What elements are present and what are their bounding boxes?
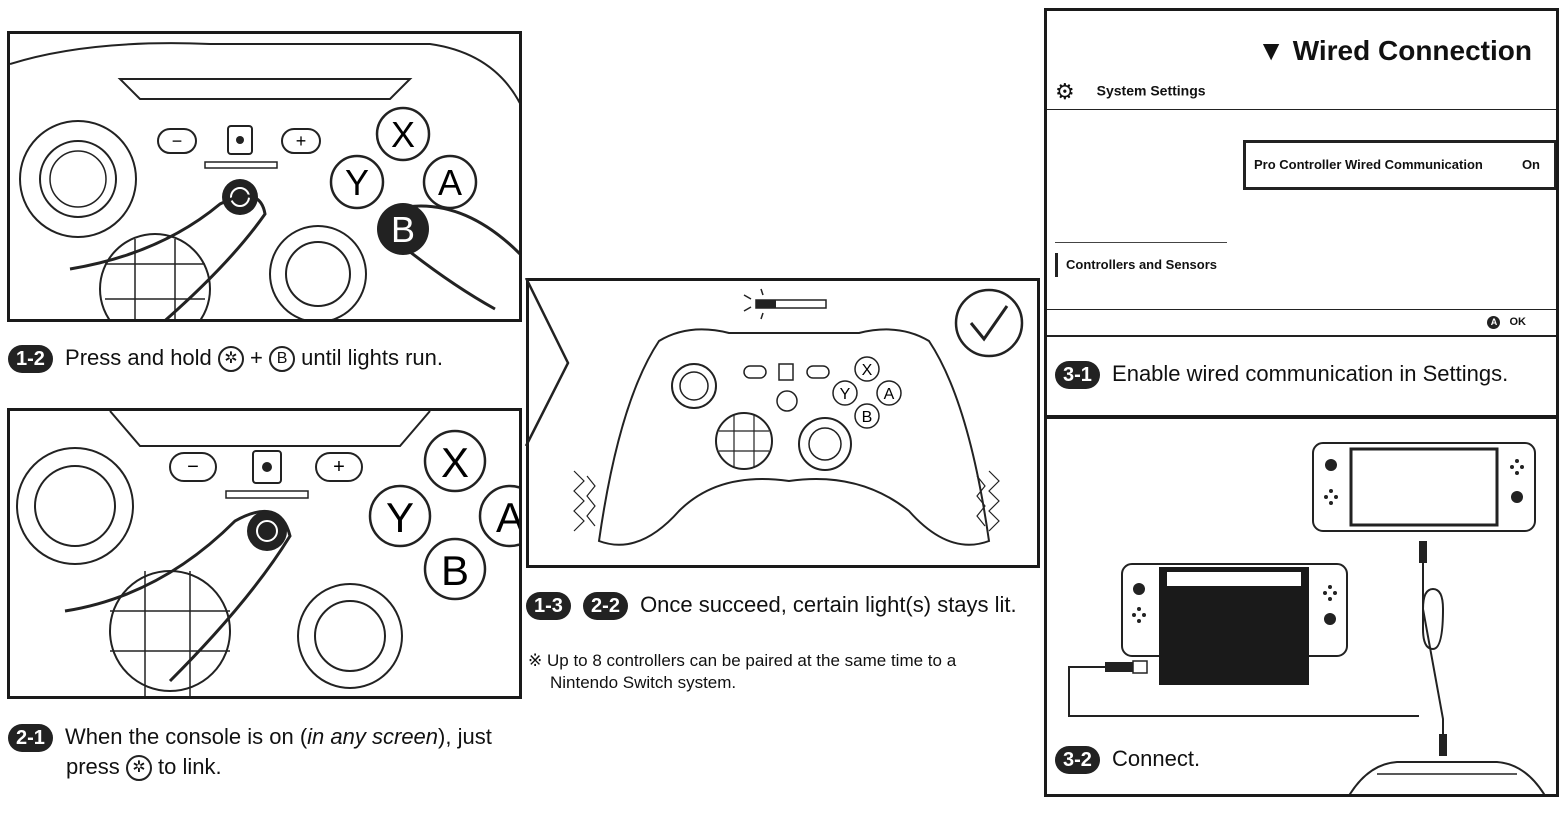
panel-step-2-1: − + X Y A B: [7, 408, 522, 699]
wired-communication-option[interactable]: Pro Controller Wired Communication On: [1243, 140, 1556, 190]
step-badge: 3-2: [1055, 746, 1100, 774]
caption-step-3-2: 3-2 Connect.: [1055, 746, 1200, 774]
panel-step-3-2: 3-2 Connect.: [1044, 416, 1559, 797]
wired-connection-title: ▼ Wired Connection: [1257, 35, 1532, 67]
pairing-note: ※ Up to 8 controllers can be paired at t…: [528, 650, 956, 694]
step-badge: 3-1: [1055, 361, 1100, 389]
footer-divider: [1047, 309, 1556, 310]
option-value: On: [1521, 157, 1540, 172]
caption-text: Once succeed, certain light(s) stays lit…: [640, 592, 1017, 617]
b-button-label: B: [862, 409, 873, 426]
y-button-label: Y: [386, 494, 414, 541]
caption-line2-post: to link.: [158, 754, 222, 779]
minus-label: −: [172, 131, 183, 151]
caption-text-post: until lights run.: [301, 345, 444, 370]
note-line2: Nintendo Switch system.: [550, 673, 737, 692]
caption-step-3-1: 3-1 Enable wired communication in Settin…: [1055, 361, 1508, 389]
a-button-label: A: [438, 162, 462, 203]
step-badge: 1-2: [8, 345, 53, 373]
caption-text-pre: Press and hold: [65, 345, 212, 370]
option-label: Pro Controller Wired Communication: [1254, 157, 1483, 172]
caption-step-2-1: 2-1 When the console is on (in any scree…: [8, 722, 492, 782]
caption-step-1-3: 1-3 2-2 Once succeed, certain light(s) s…: [526, 592, 1017, 620]
plus-label: +: [333, 456, 345, 478]
b-button-label: B: [441, 547, 469, 594]
controller-closeup-illustration: − + X Y A B: [10, 42, 519, 319]
switch-connection-illustration: [1068, 442, 1546, 794]
system-settings-label: System Settings: [1096, 82, 1206, 99]
home-button-icon: ✲: [217, 346, 244, 373]
note-mark: ※: [528, 651, 543, 670]
system-settings-header: ⚙ System Settings: [1055, 79, 1206, 105]
sidebar-item-label: Controllers and Sensors: [1066, 257, 1217, 272]
note-line1: Up to 8 controllers can be paired at the…: [546, 651, 957, 670]
home-button-icon: ✲: [125, 755, 152, 782]
a-button-icon: A: [1487, 316, 1501, 329]
settings-bottom-divider: [1047, 335, 1556, 337]
b-button-label: B: [391, 209, 415, 250]
x-button-label: X: [441, 439, 469, 486]
sidebar-divider: [1055, 242, 1227, 243]
x-button-label: X: [862, 362, 873, 379]
minus-label: −: [187, 456, 199, 478]
title-text: Wired Connection: [1292, 35, 1532, 66]
caption-step-1-2: 1-2 Press and hold ✲ + B until lights ru…: [8, 345, 443, 373]
b-button-icon: B: [269, 346, 296, 373]
panel-step-1-3: X Y A B: [526, 278, 1040, 568]
a-button-label: A: [496, 494, 522, 541]
step-badge-2-2: 2-2: [583, 592, 628, 620]
y-button-label: Y: [345, 162, 369, 203]
plus-sign: +: [250, 345, 263, 370]
caption-line1-italic: in any screen: [307, 724, 439, 749]
caption-text: Enable wired communication in Settings.: [1112, 361, 1509, 386]
panel-pointer-arrow: [524, 278, 570, 447]
a-button-label: A: [884, 386, 895, 403]
caption-line1-pre: When the console is on (: [65, 724, 308, 749]
full-controller-illustration: X Y A B: [573, 288, 1024, 546]
header-divider: [1047, 109, 1556, 110]
plus-label: +: [296, 131, 307, 151]
caption-text: Connect.: [1112, 746, 1201, 771]
y-button-label: Y: [840, 386, 851, 403]
title-marker: ▼: [1257, 35, 1285, 66]
caption-line1-post: ), just: [438, 724, 492, 749]
caption-line2-pre: press: [66, 754, 120, 779]
ok-button[interactable]: A OK: [1487, 316, 1526, 329]
step-badge: 2-1: [8, 724, 53, 752]
panel-settings: ▼ Wired Connection ⚙ System Settings Pro…: [1044, 8, 1559, 418]
ok-label: OK: [1509, 316, 1527, 328]
step-badge-1-3: 1-3: [526, 592, 571, 620]
controller-closeup-illustration-2: − + X Y A B: [16, 411, 522, 696]
panel-step-1-2: − + X Y A B: [7, 31, 522, 322]
x-button-label: X: [391, 114, 415, 155]
sidebar-item-controllers[interactable]: Controllers and Sensors: [1055, 253, 1217, 277]
gear-icon: ⚙: [1055, 79, 1075, 104]
